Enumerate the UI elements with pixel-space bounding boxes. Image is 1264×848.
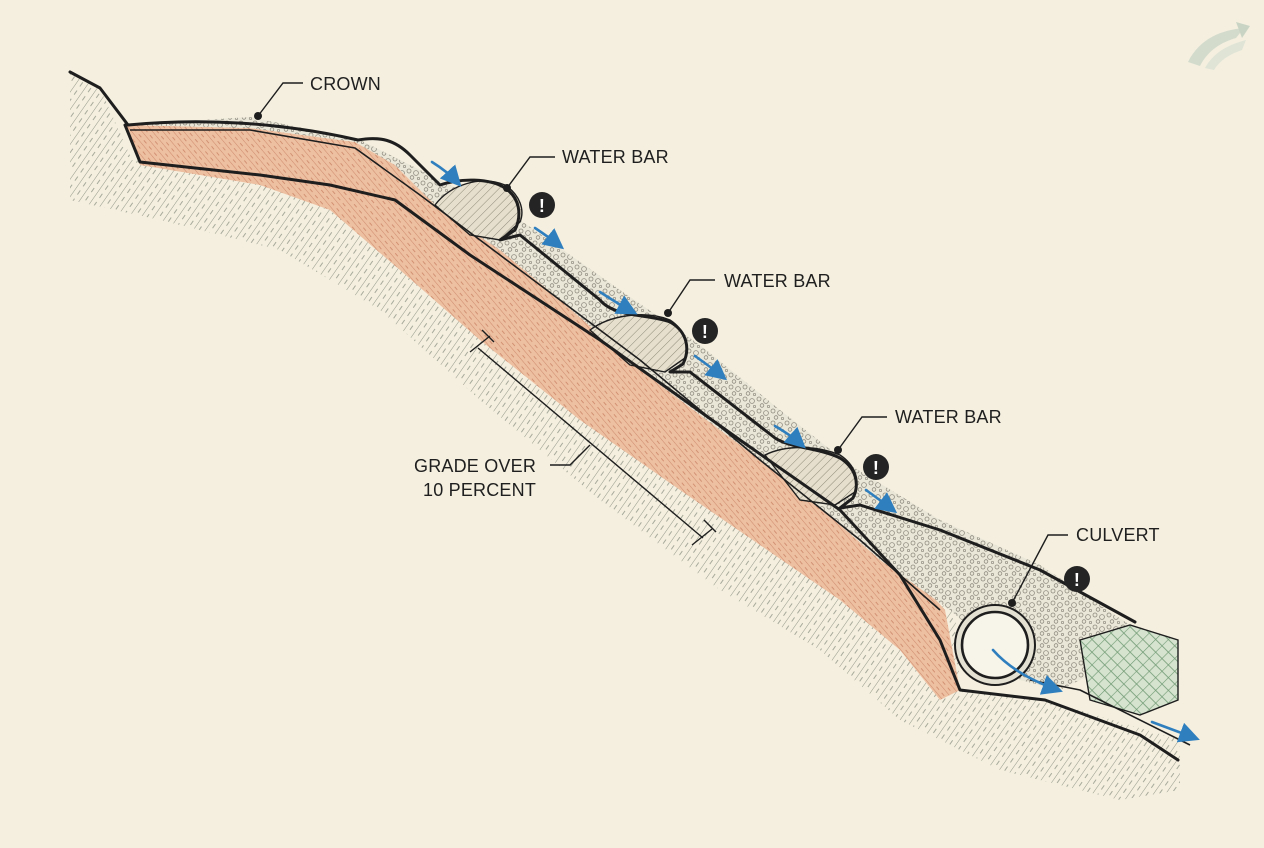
- road-base-line: [123, 123, 1180, 762]
- warning-marker-1: !: [529, 192, 555, 218]
- vegetated-embankment: [1079, 624, 1179, 716]
- flow-arrow-6: [864, 488, 898, 514]
- warning-marker-2: !: [692, 318, 718, 344]
- exclamation-circle-icon: [692, 318, 718, 344]
- flow-arrow-7: [991, 648, 1063, 695]
- water-bar-3-label: WATER BAR: [895, 407, 1002, 427]
- warning-marker-4: !: [1064, 566, 1090, 592]
- flow-arrow-8: [1150, 720, 1200, 743]
- flow-arrow-5: [773, 424, 806, 449]
- svg-text:!: !: [539, 196, 545, 216]
- svg-text:!: !: [702, 322, 708, 342]
- exclamation-circle-icon: [1064, 566, 1090, 592]
- flow-arrow-3: [598, 290, 638, 315]
- road-surface-line: [68, 70, 1137, 624]
- svg-text:!: !: [1074, 570, 1080, 590]
- crown-label: CROWN: [310, 74, 381, 94]
- water-bar-2-label: WATER BAR: [724, 271, 831, 291]
- grade-label-line2: 10 PERCENT: [423, 480, 536, 500]
- road-logo-icon: [1188, 22, 1250, 70]
- crown-callout: CROWN: [254, 74, 381, 120]
- water-bar-2-callout: WATER BAR: [664, 271, 831, 317]
- exclamation-circle-icon: [529, 192, 555, 218]
- culvert-callout: CULVERT: [1008, 525, 1160, 607]
- svg-text:!: !: [873, 458, 879, 478]
- grade-label-line1: GRADE OVER: [414, 456, 536, 476]
- flow-arrow-4: [693, 354, 728, 381]
- grade-dimension: GRADE OVER 10 PERCENT: [414, 329, 717, 546]
- flow-arrow-2: [533, 226, 565, 250]
- water-bar-3-callout: WATER BAR: [834, 407, 1002, 454]
- culvert-label: CULVERT: [1076, 525, 1160, 545]
- water-bar-1-label: WATER BAR: [562, 147, 669, 167]
- exclamation-circle-icon: [863, 454, 889, 480]
- subgrade-top-line: [130, 129, 941, 611]
- warning-marker-3: !: [863, 454, 889, 480]
- culvert-pipe: [954, 604, 1036, 686]
- flow-arrow-1: [430, 160, 462, 187]
- water-bar-1-callout: WATER BAR: [503, 147, 669, 192]
- gravel-surface-layer: [125, 117, 1130, 690]
- flow-arrows: [430, 160, 1200, 743]
